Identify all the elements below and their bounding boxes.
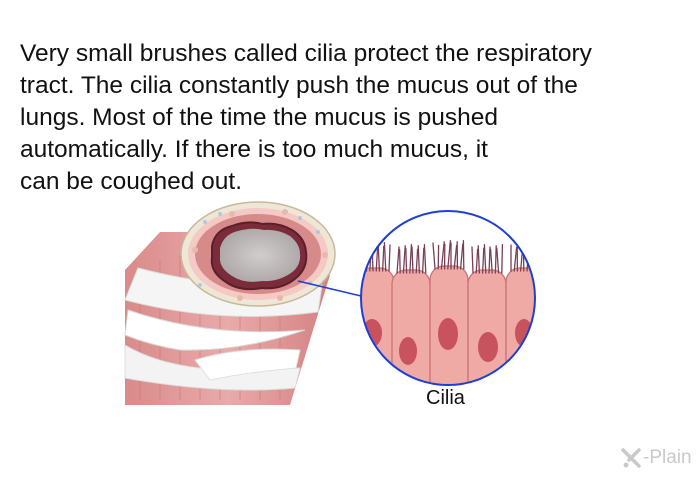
- cilia-magnified-view: [360, 210, 536, 386]
- cilia-label: Cilia: [426, 387, 465, 409]
- logo-x-icon: [621, 448, 641, 468]
- xplain-logo: -Plain: [620, 447, 692, 469]
- description-line: can be coughed out.: [20, 168, 243, 195]
- description-line: lungs. Most of the time the mucus is pus…: [20, 104, 498, 131]
- description-line: Very small brushes called cilia protect …: [20, 40, 592, 67]
- logo-text: -Plain: [643, 447, 692, 468]
- description-line: tract. The cilia constantly push the muc…: [20, 72, 578, 99]
- airway-tube: [124, 201, 362, 405]
- description-line: automatically. If there is too much mucu…: [20, 136, 488, 163]
- description-text: Very small brushes called cilia protect …: [20, 38, 660, 198]
